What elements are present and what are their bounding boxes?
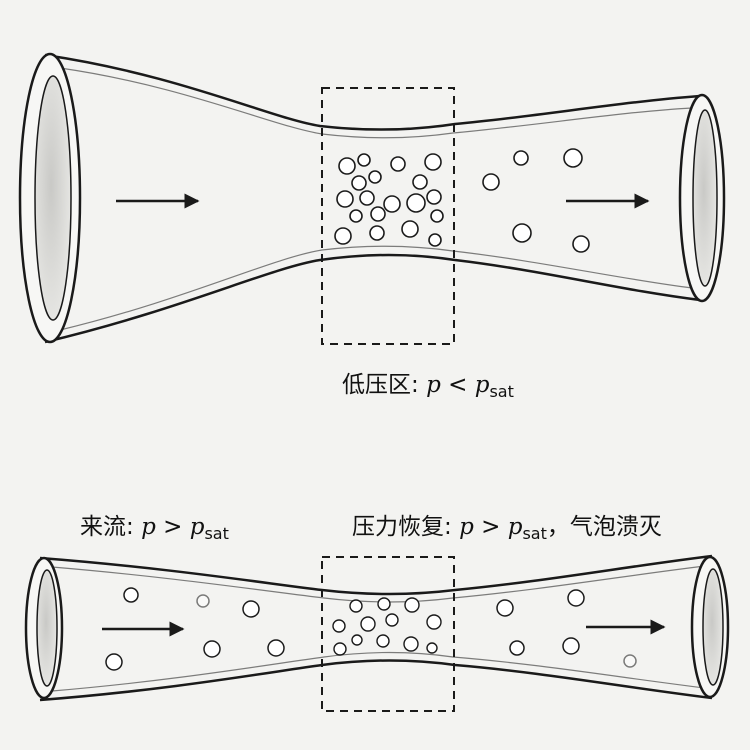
low-pressure-p: p — [426, 372, 441, 398]
bubble — [338, 157, 356, 175]
inflow-operator: > — [156, 514, 190, 540]
bubble — [390, 156, 406, 172]
recovery-sat-subscript: sat — [522, 524, 546, 543]
bubble — [512, 223, 532, 243]
recovery-operator: > — [474, 514, 508, 540]
bottom-tube-inlet-mouth — [24, 556, 64, 700]
bubble — [370, 206, 386, 222]
bottom-bubbles-upstream — [105, 587, 285, 671]
bubble — [496, 599, 514, 617]
bubble — [426, 189, 442, 205]
bubble — [567, 589, 585, 607]
bubble — [357, 153, 371, 167]
bubble — [426, 614, 442, 630]
top-tube-upper-wall — [44, 53, 701, 131]
bubble — [196, 594, 210, 608]
bubble — [428, 233, 442, 247]
bubble — [349, 599, 363, 613]
bubble — [105, 653, 123, 671]
bubble — [351, 175, 367, 191]
recovery-p-sat: p — [508, 514, 523, 540]
top-tube-lower-wall — [44, 253, 701, 344]
bottom-tube-lower-wall-inner — [51, 651, 706, 692]
bubble — [123, 587, 139, 603]
top-low-pressure-zone-box — [321, 87, 455, 345]
bubble-collapse-text: ，气泡溃灭 — [547, 514, 662, 540]
low-pressure-p-sat: p — [475, 372, 490, 398]
bubble — [513, 150, 529, 166]
bottom-tube-upper-wall — [39, 554, 713, 596]
inflow-zone-text: 来流: — [80, 514, 141, 540]
bubble — [412, 174, 428, 190]
bubble — [368, 170, 382, 184]
recovery-zone-text: 压力恢复: — [352, 514, 459, 540]
bottom-throat-zone-box — [321, 556, 455, 712]
low-pressure-zone-text: 低压区: — [342, 372, 426, 398]
bubble — [333, 642, 347, 656]
top-bubbles-throat — [334, 153, 444, 247]
bubble — [403, 636, 419, 652]
bottom-bubbles-downstream — [496, 589, 637, 668]
bubble — [406, 193, 426, 213]
bubble — [349, 209, 363, 223]
bubble — [401, 220, 419, 238]
bubble — [360, 616, 376, 632]
bubble — [385, 613, 399, 627]
inflow-label: 来流: p > psat — [80, 514, 229, 543]
top-tube-lower-wall-inner — [59, 245, 693, 331]
top-tube-outlet-mouth — [678, 93, 726, 303]
bubble — [426, 642, 438, 654]
inflow-p: p — [141, 514, 156, 540]
bubble — [242, 600, 260, 618]
inflow-p-sat: p — [190, 514, 205, 540]
low-pressure-sat-subscript: sat — [489, 382, 513, 401]
bubble — [359, 190, 375, 206]
top-venturi-tube — [18, 52, 726, 345]
recovery-label: 压力恢复: p > psat，气泡溃灭 — [352, 514, 662, 543]
bubble — [336, 190, 354, 208]
bottom-tube-lower-wall — [39, 659, 713, 702]
bottom-venturi-tube — [24, 554, 730, 712]
low-pressure-label: 低压区: p < psat — [342, 372, 514, 401]
bubble — [482, 173, 500, 191]
bubble — [572, 235, 590, 253]
top-tube-upper-wall-inner — [59, 67, 693, 139]
bubble — [203, 640, 221, 658]
bubble — [369, 225, 385, 241]
recovery-p: p — [459, 514, 474, 540]
bubble — [351, 634, 363, 646]
bottom-tube-outlet-mouth — [690, 555, 730, 699]
low-pressure-operator: < — [441, 372, 475, 398]
bubble — [509, 640, 525, 656]
bubble — [424, 153, 442, 171]
bubble — [376, 634, 390, 648]
bubble — [377, 597, 391, 611]
bottom-bubbles-throat — [332, 597, 442, 656]
bubble — [623, 654, 637, 668]
top-tube-inlet-mouth — [18, 52, 82, 344]
bubble — [563, 148, 583, 168]
bubble — [267, 639, 285, 657]
bubble — [404, 597, 420, 613]
top-bubbles-downstream — [482, 148, 590, 253]
inflow-sat-subscript: sat — [204, 524, 228, 543]
bubble — [562, 637, 580, 655]
bubble — [332, 619, 346, 633]
bubble — [383, 195, 401, 213]
bubble — [334, 227, 352, 245]
bubble — [430, 209, 444, 223]
